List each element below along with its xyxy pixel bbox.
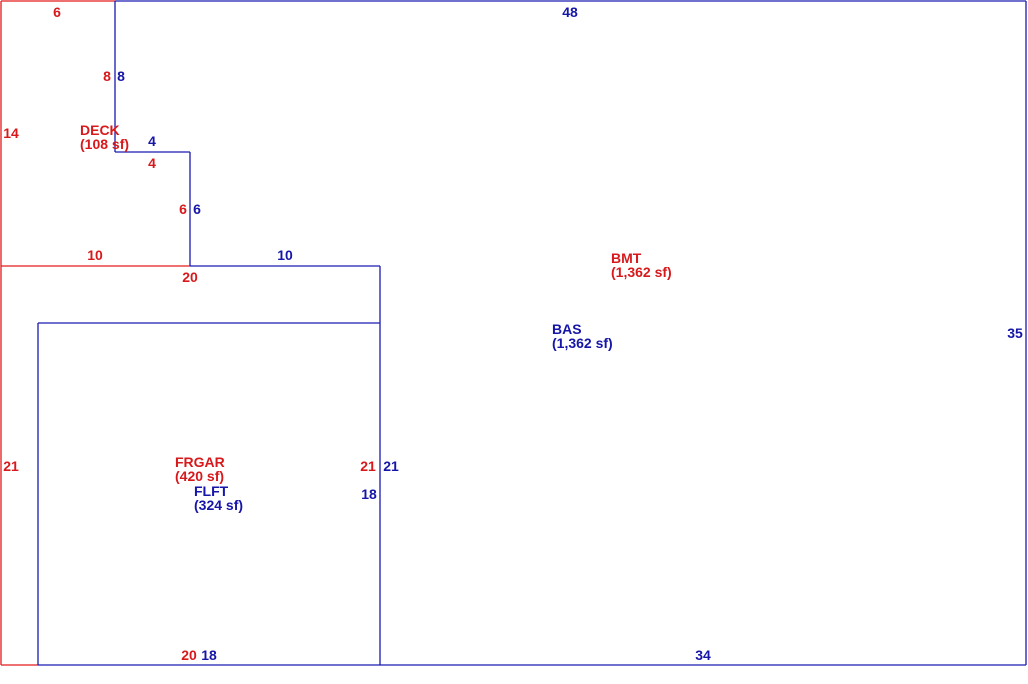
deck-area-label: (108 sf) <box>80 136 129 152</box>
dimension-label: 6 <box>53 4 61 20</box>
bmt-area-label: (1,362 sf) <box>611 264 672 280</box>
dimension-label: 14 <box>3 125 19 141</box>
flft-area-label: (324 sf) <box>194 497 243 513</box>
dimension-label: 10 <box>277 247 293 263</box>
dimension-label: 21 <box>360 458 376 474</box>
dimension-label: 4 <box>148 155 156 171</box>
deck-name-label: DECK <box>80 122 120 138</box>
dimension-label: 20 <box>181 647 197 663</box>
dimension-label: 48 <box>562 4 578 20</box>
red-outlines <box>0 0 190 666</box>
frgar-area-label: (420 sf) <box>175 468 224 484</box>
dimension-label: 21 <box>3 458 19 474</box>
bas-name-label: BAS <box>552 321 582 337</box>
dimension-label: 10 <box>87 247 103 263</box>
dimension-label: 20 <box>182 269 198 285</box>
dimension-label: 8 <box>103 68 111 84</box>
dimension-label: 6 <box>179 201 187 217</box>
bmt-name-label: BMT <box>611 250 642 266</box>
dimension-label: 18 <box>361 486 377 502</box>
frgar-name-label: FRGAR <box>175 454 225 470</box>
dimension-label: 8 <box>117 68 125 84</box>
flft-name-label: FLFT <box>194 483 229 499</box>
blue-outlines <box>37 0 1027 666</box>
dimension-label: 34 <box>695 647 711 663</box>
dimension-label: 4 <box>148 133 156 149</box>
bas-area-label: (1,362 sf) <box>552 335 613 351</box>
dimension-label: 6 <box>193 201 201 217</box>
dimension-label: 21 <box>383 458 399 474</box>
dimension-label: 35 <box>1007 325 1023 341</box>
dimension-label: 18 <box>201 647 217 663</box>
